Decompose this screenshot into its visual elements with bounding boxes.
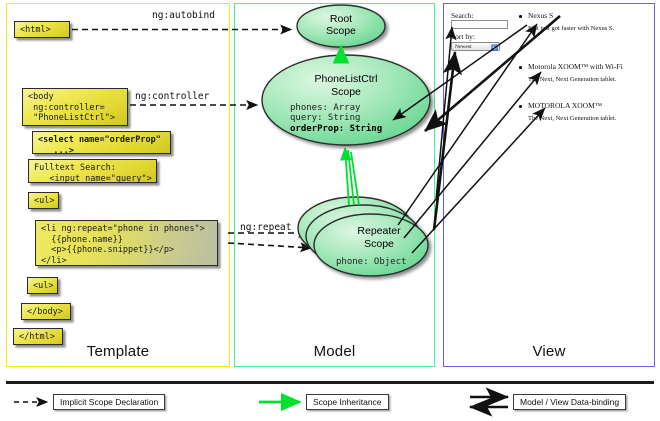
arrow-binding-phone-2	[403, 71, 542, 239]
sort-by-selected-value: Newest	[455, 44, 472, 50]
body-close-box: </body>	[21, 303, 71, 320]
panel-template-label: Template	[86, 343, 150, 360]
phone-list-item[interactable]: Nexus S Fast just got faster with Nexus …	[519, 11, 614, 32]
bullet-icon	[519, 66, 522, 69]
legend-implicit-scope: Implicit Scope Declaration	[53, 394, 166, 410]
search-label: Search:	[451, 11, 474, 20]
ul-open-box: <ul>	[28, 192, 59, 209]
repeater-scope-title-2: Scope	[364, 238, 394, 250]
edge-label-autobind: ng:autobind	[152, 10, 215, 21]
phone-name: Nexus S	[528, 11, 554, 20]
arrow-binding-phone-1	[397, 23, 538, 226]
phonelistctrl-scope-title-2: Scope	[331, 86, 361, 98]
phone-name: MOTOROLA XOOM™	[528, 101, 603, 110]
legend-data-binding: Model / View Data-binding	[513, 394, 627, 410]
arrow-ng-autobind: ng:autobind	[72, 10, 293, 35]
html-close-box: </html>	[13, 328, 63, 345]
ul-close-box: <ul>	[27, 277, 58, 294]
arrow-binding-phone-3	[411, 107, 546, 254]
search-input[interactable]	[451, 20, 508, 29]
edge-label-repeat: ng:repeat	[240, 222, 291, 233]
phone-list-item[interactable]: MOTOROLA XOOM™ The Next, Next Generation…	[519, 101, 616, 122]
root-scope-title-2: Scope	[326, 25, 356, 37]
phonelistctrl-prop: orderProp: String	[290, 123, 382, 134]
edge-label-controller: ng:controller	[135, 91, 210, 102]
repeater-scope-stack	[297, 196, 429, 277]
bullet-icon	[519, 15, 522, 18]
bullet-icon	[519, 105, 522, 108]
phone-name: Motorola XOOM™ with Wi-Fi	[528, 62, 623, 71]
root-scope-title-1: Root	[330, 13, 352, 25]
phonelistctrl-scope-title-1: PhoneListCtrl	[314, 73, 377, 85]
phonelistctrl-prop: phones: Array	[290, 103, 361, 113]
arrow-binding-search-input	[435, 26, 457, 201]
arrow-ng-repeat: ng:repeat	[227, 222, 313, 253]
phone-snippet: Fast just got faster with Nexus S.	[528, 25, 615, 32]
panel-model-label: Model	[313, 343, 356, 360]
arrow-binding-sort-select	[432, 50, 462, 231]
arrow-inheritance-repeater	[340, 146, 360, 206]
panel-view-label: View	[532, 343, 566, 360]
html-open-box: <html>	[14, 21, 70, 38]
li-repeat-box: <li ng:repeat="phone in phones"> {{phone…	[35, 220, 218, 266]
repeater-scope-title-1: Repeater	[357, 225, 401, 237]
phone-snippet: The Next, Next Generation tablet.	[528, 76, 617, 83]
sort-by-label: Sort by:	[451, 32, 475, 41]
legend-double-arrow-icon	[468, 387, 510, 417]
panel-model: Model	[234, 3, 435, 367]
legend-divider	[6, 381, 654, 384]
panel-view: View	[443, 3, 655, 367]
legend-scope-inherit: Scope Inheritance	[306, 394, 389, 410]
phone-list-item[interactable]: Motorola XOOM™ with Wi-Fi The Next, Next…	[519, 62, 623, 83]
fulltext-box: Fulltext Search: <input name="query">	[28, 159, 157, 184]
arrow-ng-controller: ng:controller	[130, 91, 259, 110]
phonelistctrl-prop: query: String	[290, 113, 360, 123]
phone-snippet: The Next, Next Generation tablet.	[528, 115, 617, 122]
select-box: <select name="orderProp" ...>	[32, 131, 171, 156]
body-box: <body ng:controller= "PhoneListCtrl">	[22, 88, 128, 126]
repeater-prop: phone: Object	[336, 257, 406, 267]
view-rendered-page: Search: Sort by: Newest Nexus S Fast jus…	[449, 9, 649, 159]
